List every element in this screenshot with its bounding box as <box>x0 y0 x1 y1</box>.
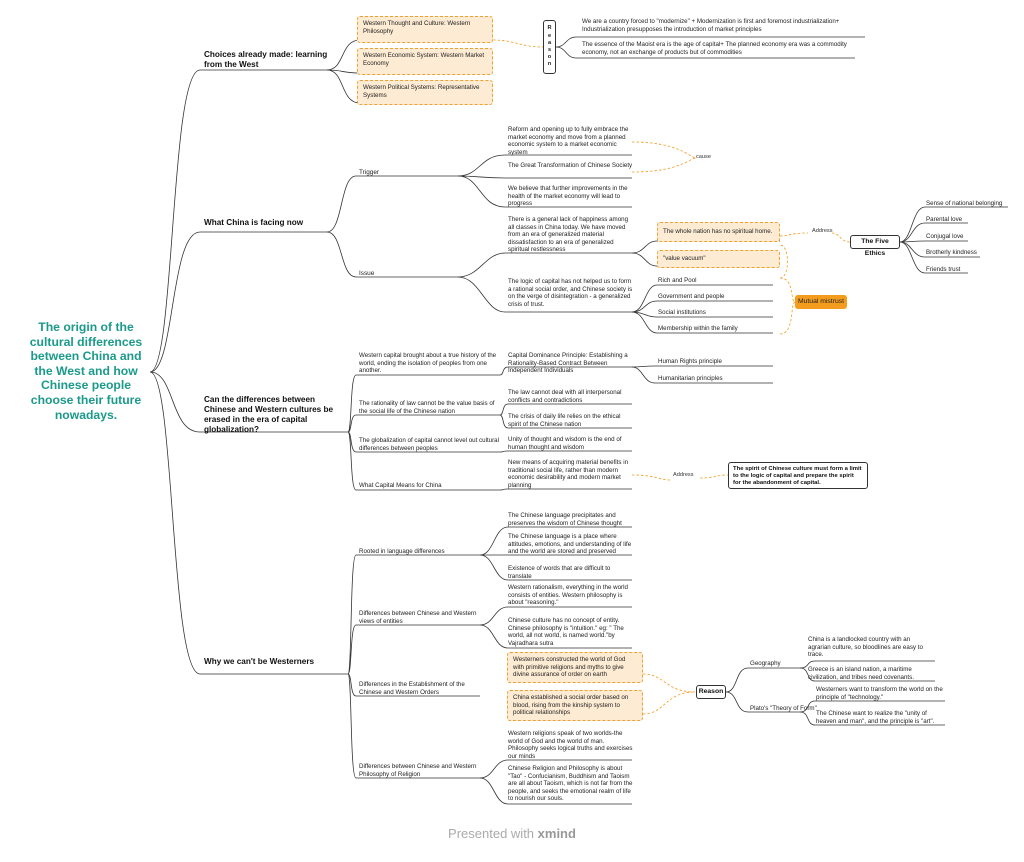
ethic-item[interactable]: Parental love <box>926 216 963 223</box>
language-item[interactable]: The Chinese language is a place where at… <box>508 533 632 556</box>
plato-item[interactable]: The Chinese want to realize the "unity o… <box>816 710 935 725</box>
xmind-logo: xmind <box>537 826 576 841</box>
box-western-order[interactable]: Westerners constructed the world of God … <box>507 652 643 683</box>
entities-item[interactable]: Western rationalism, everything in the w… <box>508 584 628 607</box>
box-western-economic[interactable]: Western Economic System: Western Market … <box>357 48 493 75</box>
reason-letter: a <box>547 39 552 46</box>
mutual-mistrust-box[interactable]: Mutual mistrust <box>795 295 847 309</box>
religion-item[interactable]: Western religions speak of two worlds-th… <box>508 730 633 760</box>
reason-letter: o <box>547 54 552 61</box>
geo-item[interactable]: China is a landlocked country with an ag… <box>808 636 923 659</box>
language-item[interactable]: The Chinese language precipitates and pr… <box>508 512 622 527</box>
ethic-item[interactable]: Brotherly kindness <box>926 249 977 256</box>
erase-branch[interactable]: The rationality of law cannot be the val… <box>359 400 495 415</box>
issue-item[interactable]: There is a general lack of happiness amo… <box>508 216 629 254</box>
erase-branch[interactable]: What Capital Means for China <box>359 482 442 489</box>
topic-westerners[interactable]: Why we can't be Westerners <box>204 657 315 666</box>
reason-letter: n <box>547 61 552 68</box>
cause-label: cause <box>696 154 711 160</box>
plato-item[interactable]: Westerners want to transform the world o… <box>816 686 943 701</box>
unity-item[interactable]: Unity of thought and wisdom is the end o… <box>508 436 622 451</box>
capital-principle[interactable]: Capital Dominance Principle: Establishin… <box>508 352 628 375</box>
root-topic[interactable]: The origin of the cultural differences b… <box>29 320 143 422</box>
plato-label[interactable]: Plato's "Theory of Form" <box>750 705 817 712</box>
reason-box[interactable]: Reason <box>696 685 726 699</box>
footer-credit: Presented with xmind <box>0 826 1024 841</box>
erase-branch[interactable]: The globalization of capital cannot leve… <box>359 437 499 452</box>
topic-facing[interactable]: What China is facing now <box>204 218 304 227</box>
box-western-political[interactable]: Western Political Systems: Representativ… <box>357 80 493 105</box>
trust-item[interactable]: Social institutions <box>658 309 706 316</box>
westerners-branch[interactable]: Differences between Chinese and Western … <box>359 610 477 625</box>
ethic-item[interactable]: Conjugal love <box>926 233 964 240</box>
five-ethics-box[interactable]: The Five Ethics <box>850 235 900 257</box>
ethic-item[interactable]: Sense of national belonging <box>926 200 1003 207</box>
ethic-item[interactable]: Friends trust <box>926 266 961 273</box>
westerners-branch[interactable]: Differences in the Establishment of the … <box>359 681 465 696</box>
address-label: Address <box>673 472 694 478</box>
trigger-item[interactable]: The Great Transformation of Chinese Soci… <box>508 162 633 169</box>
trust-item[interactable]: Government and people <box>658 293 725 300</box>
religion-item[interactable]: Chinese Religion and Philosophy is about… <box>508 765 633 803</box>
rights-item[interactable]: Human Rights principle <box>658 358 722 365</box>
means-item[interactable]: New means of acquiring material benefits… <box>508 459 629 489</box>
branch-trigger[interactable]: Trigger <box>359 169 380 176</box>
geo-item[interactable]: Greece is an island nation, a maritime c… <box>808 666 914 681</box>
box-no-spiritual-home[interactable]: The whole nation has no spiritual home. <box>657 222 780 242</box>
law-item[interactable]: The law cannot deal with all interperson… <box>508 389 622 404</box>
reason-letter: e <box>547 32 552 39</box>
law-item[interactable]: The crisis of daily life relies on the e… <box>508 413 621 428</box>
erase-branch[interactable]: Western capital brought about a true his… <box>359 352 497 375</box>
westerners-branch[interactable]: Rooted in language differences <box>359 548 445 555</box>
westerners-branch[interactable]: Differences between Chinese and Western … <box>359 763 477 778</box>
topic-erase[interactable]: Can the differences between Chinese and … <box>204 395 334 434</box>
topic-choices[interactable]: Choices already made: learning from the … <box>204 50 328 69</box>
box-value-vacuum[interactable]: "value vacuum" <box>657 250 780 268</box>
issue-item[interactable]: The logic of capital has not helped us t… <box>508 278 633 308</box>
reason-letter: R <box>547 25 552 32</box>
trust-item[interactable]: Membership within the family <box>658 325 738 332</box>
reason-item[interactable]: We are a country forced to "modernize" +… <box>582 18 840 33</box>
trigger-item[interactable]: We believe that further improvements in … <box>508 185 628 208</box>
footer-prefix: Presented with <box>448 826 538 841</box>
address-label: Address <box>812 228 833 234</box>
trigger-item[interactable]: Reform and opening up to fully embrace t… <box>508 126 629 156</box>
geography-label[interactable]: Geography <box>750 660 781 667</box>
box-chinese-order[interactable]: China established a social order based o… <box>507 690 643 721</box>
rights-item[interactable]: Humanitarian principles <box>658 375 723 382</box>
trust-item[interactable]: Rich and Pool <box>658 277 697 284</box>
reason-vertical-box[interactable]: R e a s o n <box>543 20 556 74</box>
spirit-box[interactable]: The spirit of Chinese culture must form … <box>728 462 868 489</box>
branch-issue[interactable]: Issue <box>359 270 375 277</box>
entities-item[interactable]: Chinese culture has no concept of entity… <box>508 617 624 647</box>
box-western-thought[interactable]: Western Thought and Culture: Western Phi… <box>357 16 493 43</box>
reason-item[interactable]: The essence of the Maoist era is the age… <box>582 41 847 56</box>
language-item[interactable]: Existence of words that are difficult to… <box>508 565 611 580</box>
reason-letter: s <box>547 47 552 53</box>
